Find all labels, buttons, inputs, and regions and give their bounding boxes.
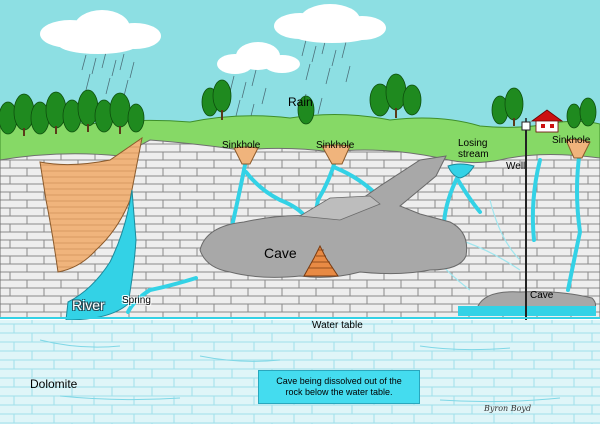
artist-signature: Byron Boyd — [484, 404, 532, 413]
trees — [0, 73, 597, 136]
rain-label: Rain — [288, 95, 313, 109]
cave-channel — [298, 195, 381, 221]
spring-label: Spring — [122, 295, 151, 306]
sinkholes — [233, 138, 591, 165]
cave-main-label: Cave — [264, 245, 297, 261]
well-label: Well — [506, 161, 526, 172]
losing-stream-pool — [447, 163, 475, 179]
clouds — [40, 4, 386, 74]
caption-line-1: Cave being dissolved out of the — [276, 376, 402, 386]
stalagmite-icon — [303, 244, 339, 277]
caption-box: Cave being dissolved out of the rock bel… — [258, 370, 420, 404]
sinkhole-label-3: Sinkhole — [552, 135, 591, 146]
house-icon — [530, 109, 564, 133]
losing-stream-label: Losing stream — [458, 138, 489, 160]
sediment-valley — [39, 136, 143, 273]
water-table-label: Water table — [312, 320, 363, 331]
water-conduits — [126, 148, 583, 314]
caption-line-2: rock below the water table. — [285, 387, 393, 397]
dolomite-label: Dolomite — [30, 377, 78, 391]
rain-streaks — [81, 37, 351, 121]
bedrock-water-cracks — [39, 339, 561, 403]
sinkhole-label-1: Sinkhole — [222, 140, 261, 151]
well-icon — [521, 118, 531, 326]
sinkhole-label-2: Sinkhole — [316, 140, 355, 151]
cave-small-label: Cave — [530, 290, 554, 301]
river-label: River — [72, 297, 105, 313]
